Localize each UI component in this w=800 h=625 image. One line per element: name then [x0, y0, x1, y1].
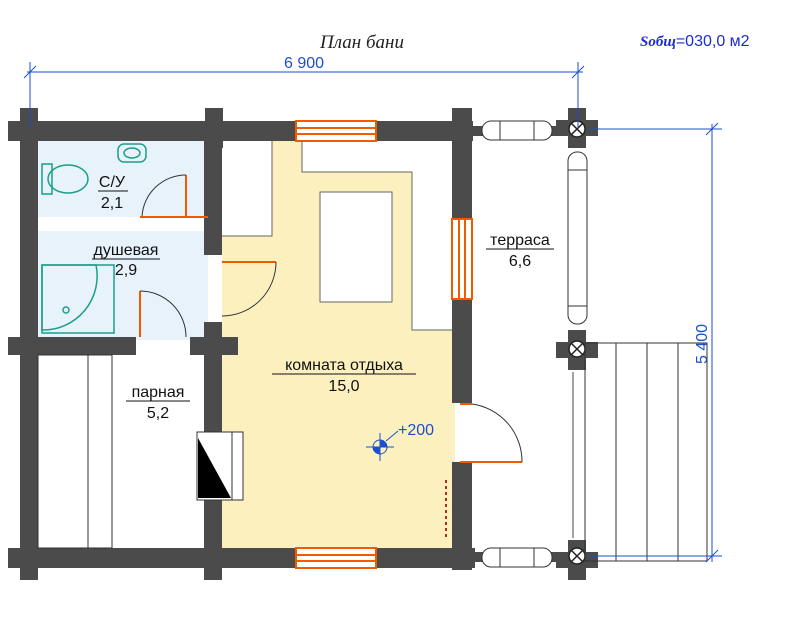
shower-floor [38, 231, 208, 340]
doors [139, 174, 523, 463]
room-labels: С/У 2,1 душевая 2,9 терраса 6,6 парная 5… [92, 174, 554, 422]
level-mark: +200 [366, 422, 434, 461]
wc-floor [38, 141, 208, 217]
level-mark-value: +200 [398, 422, 434, 439]
room-rest-area: 15,0 [328, 378, 359, 395]
room-shower-name: душевая [94, 242, 159, 259]
terrace-steps [584, 342, 708, 562]
fixtures [41, 143, 147, 334]
room-wc-name: С/У [99, 174, 126, 191]
room-steam-name: парная [132, 384, 185, 401]
width-dimension-value: 6 900 [284, 55, 324, 72]
depth-dimension-value: 5 400 [694, 324, 711, 364]
windows [295, 120, 473, 569]
terrace-railings [481, 120, 588, 568]
total-area-value: =030,0 м2 [676, 33, 750, 50]
room-wc-area: 2,1 [101, 195, 123, 212]
room-terrace-name: терраса [490, 232, 550, 249]
plan-title: План бани [319, 32, 404, 53]
width-dimension: 6 900 [23, 55, 585, 128]
room-steam-area: 5,2 [147, 405, 169, 422]
depth-dimension: 5 400 [590, 122, 722, 563]
room-shower-area: 2,9 [115, 262, 137, 279]
room-rest-name: комната отдыха [285, 357, 403, 374]
sauna-benches [37, 354, 244, 549]
sauna-stove-block [319, 191, 393, 303]
total-area-label: Sобщ [640, 34, 676, 50]
room-terrace-area: 6,6 [509, 253, 531, 270]
rest-room-floor [222, 141, 455, 548]
total-area: Sобщ=030,0 м2 [640, 33, 750, 50]
